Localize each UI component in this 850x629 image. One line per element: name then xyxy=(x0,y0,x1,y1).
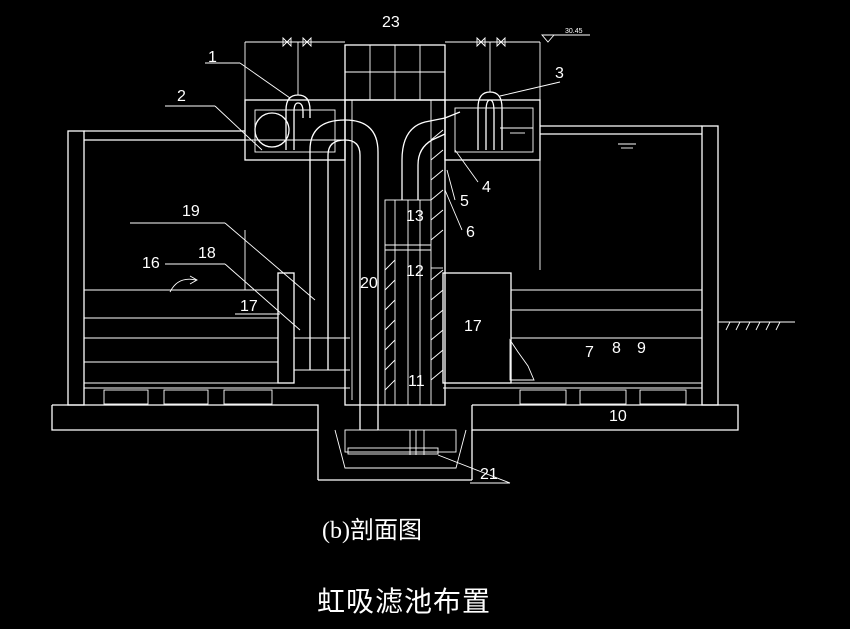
label-23: 23 xyxy=(382,14,400,31)
label-9: 9 xyxy=(637,340,646,357)
label-8: 8 xyxy=(612,340,621,357)
label-10: 10 xyxy=(609,408,627,425)
label-18: 18 xyxy=(198,245,216,262)
label-20: 20 xyxy=(360,275,378,292)
inlet-trough-right xyxy=(444,99,541,161)
vacuum-pipe-1 xyxy=(285,42,311,150)
label-17-right: 17 xyxy=(464,318,482,335)
label-21: 21 xyxy=(480,466,498,483)
label-11: 11 xyxy=(408,373,425,390)
leader-lines xyxy=(130,62,561,484)
foundation-slab xyxy=(51,404,739,481)
elevation-marker: 30.45 xyxy=(541,28,590,43)
section-subtitle: (b)剖面图 xyxy=(322,518,422,544)
label-1: 1 xyxy=(208,49,217,66)
label-2: 2 xyxy=(177,88,186,105)
label-4: 4 xyxy=(482,179,491,196)
ground-line xyxy=(718,321,795,331)
label-17-left: 17 xyxy=(240,298,258,315)
label-16: 16 xyxy=(142,255,160,272)
label-5: 5 xyxy=(460,193,469,210)
wall-hatching xyxy=(384,129,444,391)
backwash-pipe-right xyxy=(401,111,461,200)
vacuum-pipe-3 xyxy=(477,42,503,150)
siphon-pipe-20 xyxy=(309,119,379,431)
label-12: 12 xyxy=(406,263,424,280)
tank-walls xyxy=(67,125,719,406)
right-filter-cell xyxy=(442,134,702,405)
vacuum-line xyxy=(244,36,541,100)
label-19: 19 xyxy=(182,203,200,220)
label-3: 3 xyxy=(555,65,564,82)
part-labels: 1 2 3 4 5 6 7 8 9 10 11 12 13 16 17 17 1… xyxy=(142,14,646,483)
drawing-title: 虹吸滤池布置 xyxy=(317,587,492,618)
label-6: 6 xyxy=(466,224,475,241)
inlet-trough-left xyxy=(244,99,346,161)
top-chamber xyxy=(344,44,446,101)
label-7: 7 xyxy=(585,344,594,361)
elevation-label: 30.45 xyxy=(565,28,583,35)
label-13: 13 xyxy=(406,208,424,225)
sump-detail xyxy=(347,430,439,455)
